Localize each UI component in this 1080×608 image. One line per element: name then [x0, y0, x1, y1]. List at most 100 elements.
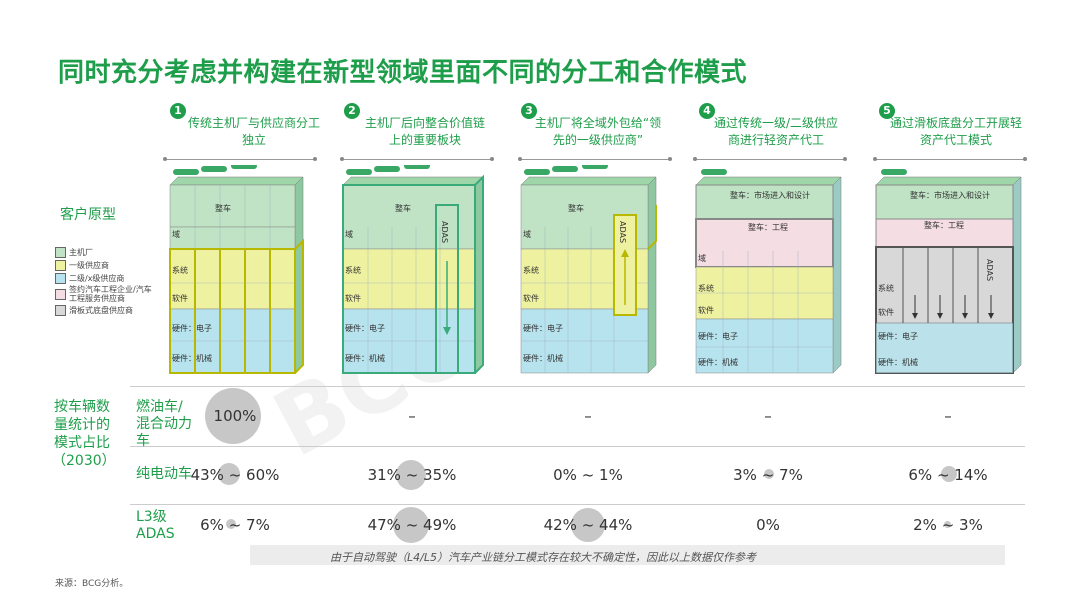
legend-swatch — [55, 272, 66, 284]
table-cell: 100% — [213, 407, 257, 425]
diagram-label: 整车：市场进入和设计 — [910, 191, 990, 200]
column-divider — [693, 157, 847, 161]
diagram-label: 软件 — [698, 306, 714, 315]
column-header-text-3: 主机厂将全域外包给“领先的一级供应商” — [534, 116, 662, 147]
diagram-label: 系统 — [878, 284, 894, 293]
legend-item: 二级/x级供应商 — [55, 272, 159, 284]
diagram-1-graphic — [169, 165, 304, 374]
footnote: 由于自动驾驶（L4/L5）汽车产业链分工模式存在较大不确定性，因此以上数据仅作参… — [330, 551, 756, 564]
diagram-model-3: 整车 域 系统 软件 硬件：电子 硬件：机械 ADAS — [518, 165, 678, 375]
diagram-label: 硬件：电子 — [523, 324, 563, 333]
diagram-label: 整车：市场进入和设计 — [730, 191, 810, 200]
legend-item: 签约汽车工程企业/汽车工程服务供应商 — [55, 285, 159, 303]
column-header-text-5: 通过滑板底盘分工开展轻资产代工模式 — [889, 116, 1022, 147]
row-label-ice: 燃油车/混合动力车 — [136, 399, 192, 449]
value-bubble — [764, 469, 774, 479]
diagram-label: 域 — [523, 230, 531, 239]
legend-text: 签约汽车工程企业/汽车工程服务供应商 — [69, 285, 152, 303]
diagram-label: 整车：工程 — [924, 221, 964, 230]
diagram-label: 软件 — [172, 294, 188, 303]
stats-label: 按车辆数量统计的模式占比（2030） — [52, 399, 116, 469]
row-label-adas: L3级ADAS — [136, 509, 175, 542]
table-cell: 47% ~ 49% — [367, 516, 457, 534]
diagram-2-graphic — [342, 165, 484, 374]
diagram-model-4: 整车：市场进入和设计 整车：工程 域 系统 软件 硬件：电子 硬件：机械 — [693, 165, 853, 375]
table-cell: 42% ~ 44% — [543, 516, 633, 534]
note-background — [250, 545, 1005, 565]
diagram-4-graphic — [695, 169, 842, 374]
table-cell: 0% ~ 1% — [553, 466, 623, 484]
step-number-5: 5 — [879, 103, 895, 119]
column-header-text-1: 传统主机厂与供应商分工独立 — [188, 116, 321, 147]
diagram-label-adas: ADAS — [985, 259, 994, 282]
divider — [130, 504, 1025, 505]
column-divider — [340, 157, 494, 161]
legend: 主机厂 一级供应商 二级/x级供应商 签约汽车工程企业/汽车工程服务供应商 滑板… — [55, 246, 159, 317]
legend-swatch — [55, 288, 66, 300]
table-cell: – — [764, 407, 772, 425]
value-bubble — [205, 388, 261, 444]
legend-swatch — [55, 246, 66, 258]
legend-text: 二级/x级供应商 — [69, 273, 125, 283]
step-number-1: 1 — [170, 103, 186, 119]
table-cell: – — [584, 407, 592, 425]
diagram-5-graphic — [875, 169, 1022, 374]
step-number-4: 4 — [699, 103, 715, 119]
diagram-label: 硬件：电子 — [345, 324, 385, 333]
divider — [130, 386, 1025, 387]
column-header-1: 1 传统主机厂与供应商分工独立 — [170, 103, 321, 149]
diagram-label-adas: ADAS — [440, 221, 449, 244]
diagram-label: 软件 — [523, 294, 539, 303]
table-cell: 0% — [756, 516, 780, 534]
diagram-label: 硬件：机械 — [523, 354, 563, 363]
column-divider — [163, 157, 317, 161]
diagram-model-5: 整车：市场进入和设计 整车：工程 系统 软件 硬件：电子 硬件：机械 ADAS — [873, 165, 1033, 375]
column-header-text-2: 主机厂后向整合价值链上的重要板块 — [364, 116, 485, 147]
diagram-label: 硬件：电子 — [698, 332, 738, 341]
table-cell: 3% ~ 7% — [733, 466, 803, 484]
column-header-text-4: 通过传统一级/二级供应商进行轻资产代工 — [713, 116, 839, 147]
legend-swatch — [55, 259, 66, 271]
table-cell: 6% ~ 7% — [200, 516, 270, 534]
value-bubble — [393, 507, 429, 543]
value-bubble — [571, 508, 605, 542]
diagram-label: 硬件：机械 — [878, 358, 918, 367]
table-cell: 6% ~ 14% — [908, 466, 988, 484]
value-bubble — [218, 463, 240, 485]
diagram-label: 域 — [172, 230, 180, 239]
column-header-5: 5 通过滑板底盘分工开展轻资产代工模式 — [873, 103, 1023, 149]
diagram-model-1: 整车 域 系统 软件 硬件：电子 硬件：机械 — [165, 165, 325, 375]
diagram-label: 整车 — [215, 204, 231, 213]
diagram-label: 域 — [345, 230, 353, 239]
diagram-model-2: 整车 域 系统 软件 硬件：电子 硬件：机械 ADAS — [340, 165, 500, 375]
diagram-label: 软件 — [878, 308, 894, 317]
diagram-label-adas: ADAS — [618, 221, 627, 244]
diagram-label: 系统 — [172, 266, 188, 275]
legend-text: 一级供应商 — [69, 260, 109, 270]
diagram-label: 硬件：机械 — [698, 358, 738, 367]
diagram-label: 系统 — [523, 266, 539, 275]
table-cell: 31% ~ 35% — [367, 466, 457, 484]
diagram-label: 系统 — [345, 266, 361, 275]
table-cell: 43% ~ 60% — [190, 466, 280, 484]
diagram-label: 硬件：机械 — [172, 354, 212, 363]
step-number-2: 2 — [344, 103, 360, 119]
divider — [130, 446, 1025, 447]
legend-text: 主机厂 — [69, 247, 93, 257]
legend-swatch — [55, 304, 66, 316]
step-number-3: 3 — [521, 103, 537, 119]
column-header-2: 2 主机厂后向整合价值链上的重要板块 — [340, 103, 490, 149]
legend-item: 滑板式底盘供应商 — [55, 304, 159, 316]
column-divider — [518, 157, 672, 161]
legend-text: 滑板式底盘供应商 — [69, 305, 133, 315]
column-header-4: 4 通过传统一级/二级供应商进行轻资产代工 — [693, 103, 843, 149]
value-bubble — [944, 521, 951, 528]
source-note: 来源：BCG分析。 — [55, 579, 129, 589]
diagram-label: 硬件：机械 — [345, 354, 385, 363]
diagram-label: 域 — [698, 254, 706, 263]
column-header-3: 3 主机厂将全域外包给“领先的一级供应商” — [515, 103, 665, 149]
legend-item: 一级供应商 — [55, 259, 159, 271]
customer-archetype-label: 客户原型 — [60, 207, 116, 223]
diagram-label: 整车 — [395, 204, 411, 213]
diagram-label: 软件 — [345, 294, 361, 303]
